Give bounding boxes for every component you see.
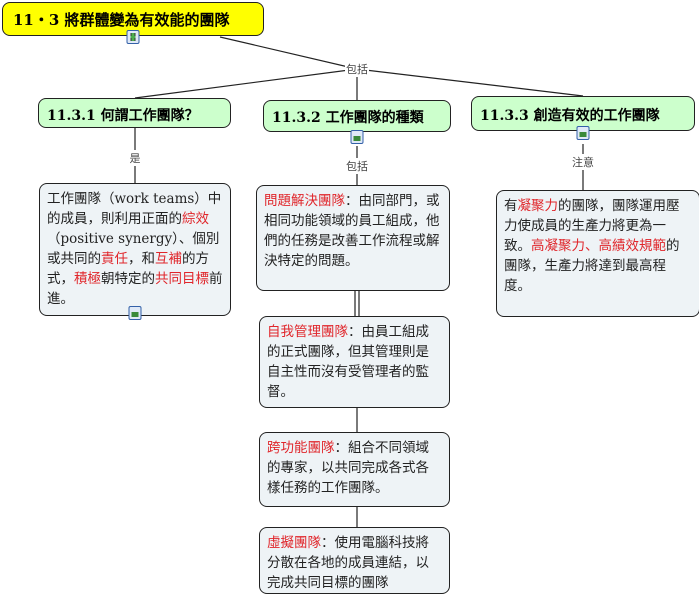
node-text: 自我管理團隊：由員工組成的正式團隊，但其管理則是自主性而沒有受管理者的監督。 <box>267 322 442 402</box>
highlighted-term: 跨功能團隊 <box>267 440 335 456</box>
topic-title: 11.3.1 何謂工作團隊？ <box>47 108 199 124</box>
text-segment: 的方式， <box>47 251 209 287</box>
type-node-problem-solving[interactable]: 問題解決團隊：由同部門，或相同功能領域的員工組成，他們的任務是改善工作流程或解決… <box>256 185 450 291</box>
highlighted-term: 共同目標 <box>155 271 209 287</box>
root-title: 11・3 將群體變為有效能的團隊 <box>13 11 230 29</box>
text-segment: ，和 <box>128 251 155 267</box>
video-icon[interactable] <box>126 30 140 44</box>
text-segment: 前進。 <box>47 271 223 307</box>
highlighted-term: 凝聚力 <box>517 198 559 214</box>
image-icon[interactable] <box>576 126 590 140</box>
type-node-self-managed[interactable]: 自我管理團隊：由員工組成的正式團隊，但其管理則是自主性而沒有受管理者的監督。 <box>259 316 450 408</box>
image-icon[interactable] <box>350 130 364 144</box>
node-text: 虛擬團隊：使用電腦科技將分散在各地的成員連結，以完成共同目標的團隊 <box>267 533 442 593</box>
topic-title: 11.3.2 工作團隊的種類 <box>272 110 424 126</box>
text-segment: ：使用電腦科技將分散在各地的成員連結，以完成共同目標的團隊 <box>267 535 429 591</box>
type-node-cross-functional[interactable]: 跨功能團隊：組合不同領域的專家，以共同完成各式各樣任務的工作團隊。 <box>259 432 450 507</box>
highlighted-term: 積極 <box>74 271 101 287</box>
highlighted-term: 高凝聚力、高績效規範 <box>531 238 666 254</box>
text-segment: 的團隊，生產力將達到最高程度。 <box>504 238 680 294</box>
link-label-is: 是 <box>128 150 142 166</box>
topic-node-team-types[interactable]: 11.3.2 工作團隊的種類 <box>263 100 451 132</box>
text-segment: 朝特定的 <box>101 271 155 287</box>
highlighted-term: 綜效 <box>182 211 209 227</box>
highlighted-term: 自我管理團隊 <box>267 324 348 340</box>
node-text: 有凝聚力的團隊，團隊運用壓力使成員的生產力將更為一致。高凝聚力、高績效規範的團隊… <box>504 196 692 296</box>
highlighted-term: 虛擬團隊 <box>267 535 321 551</box>
topic-title: 11.3.3 創造有效的工作團隊 <box>480 108 660 124</box>
highlighted-term: 問題解決團隊 <box>264 193 345 209</box>
text-segment: 工作團隊（work teams）中的成員，則利用正面的 <box>47 191 222 227</box>
text-segment: ：組合不同領域的專家，以共同完成各式各樣任務的工作團隊。 <box>267 440 429 496</box>
highlighted-term: 責任 <box>101 251 128 267</box>
text-segment: 有 <box>504 198 518 214</box>
link-label-include: 包括 <box>345 158 369 174</box>
definition-node[interactable]: 工作團隊（work teams）中的成員，則利用正面的綜效 （positive s… <box>39 183 231 316</box>
image-icon[interactable] <box>128 306 142 320</box>
type-node-virtual[interactable]: 虛擬團隊：使用電腦科技將分散在各地的成員連結，以完成共同目標的團隊 <box>259 527 450 594</box>
topic-node-what-is-team[interactable]: 11.3.1 何謂工作團隊？ <box>38 98 231 128</box>
cohesion-node[interactable]: 有凝聚力的團隊，團隊運用壓力使成員的生產力將更為一致。高凝聚力、高績效規範的團隊… <box>496 190 699 317</box>
link-label-include: 包括 <box>345 61 369 77</box>
node-text: 工作團隊（work teams）中的成員，則利用正面的綜效 （positive s… <box>47 189 223 309</box>
topic-node-create-effective-team[interactable]: 11.3.3 創造有效的工作團隊 <box>471 96 695 131</box>
node-text: 問題解決團隊：由同部門，或相同功能領域的員工組成，他們的任務是改善工作流程或解決… <box>264 191 442 271</box>
text-segment: 的團隊，團隊運用壓力使成員的生產力將更為一致。 <box>504 198 680 254</box>
highlighted-term: 互補 <box>155 251 182 267</box>
text-segment: （positive synergy）、個別或共同的 <box>47 231 220 267</box>
text-segment: ：由員工組成的正式團隊，但其管理則是自主性而沒有受管理者的監督。 <box>267 324 429 400</box>
link-label-note: 注意 <box>571 154 595 170</box>
text-segment: ：由同部門，或相同功能領域的員工組成，他們的任務是改善工作流程或解決特定的問題。 <box>264 193 440 269</box>
node-text: 跨功能團隊：組合不同領域的專家，以共同完成各式各樣任務的工作團隊。 <box>267 438 442 498</box>
